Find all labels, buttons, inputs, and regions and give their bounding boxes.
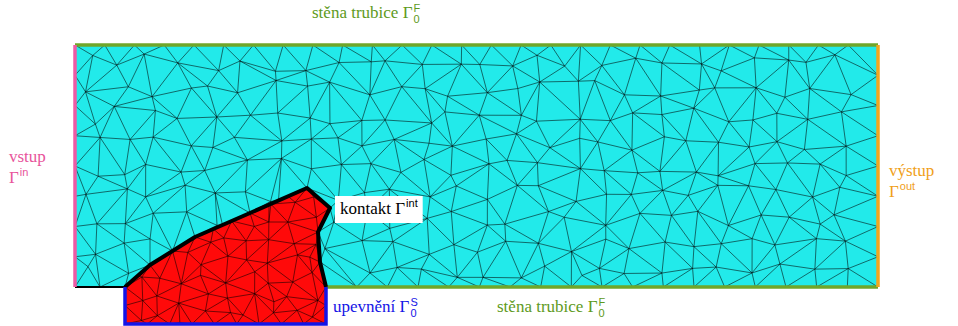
boundary-name: Γ xyxy=(889,182,899,201)
outlet-label: výstupΓout xyxy=(889,160,934,204)
boundary-index: F xyxy=(598,297,605,308)
boundary-index: 0 xyxy=(598,308,605,319)
wall-label: stěna trubice ΓF0 xyxy=(312,2,420,25)
index-stack: F0 xyxy=(413,3,420,25)
mesh-lines xyxy=(75,45,878,287)
interface-label: kontakt Γint xyxy=(340,198,418,221)
boundary-name: stěna trubice Γ xyxy=(312,3,412,22)
index-stack: F0 xyxy=(598,297,605,319)
index-stack: S0 xyxy=(410,297,417,319)
label-line: Γin xyxy=(9,167,46,190)
boundary-index: out xyxy=(900,180,915,192)
fixed-label: upevnění ΓS0 xyxy=(333,296,418,319)
mesh xyxy=(75,45,878,324)
boundary-index: F xyxy=(413,3,420,14)
boundary-name: vstup xyxy=(9,147,46,166)
boundary-name: upevnění Γ xyxy=(333,297,409,316)
inlet xyxy=(73,45,77,287)
wall-bottom xyxy=(326,285,878,289)
outlet xyxy=(876,45,880,287)
boundary-index: in xyxy=(20,166,29,178)
label-line: stěna trubice ΓF0 xyxy=(312,2,420,25)
mesh-lines xyxy=(125,188,330,324)
boundary-index: 0 xyxy=(413,14,420,25)
boundary-name: Γ xyxy=(9,168,19,187)
wall-label: stěna trubice ΓF0 xyxy=(497,296,605,319)
label-line: stěna trubice ΓF0 xyxy=(497,296,605,319)
interface xyxy=(125,188,330,287)
label-patch xyxy=(335,196,423,223)
boundary-name: výstup xyxy=(889,161,934,180)
label-line: kontakt Γint xyxy=(340,198,418,221)
inlet-label: vstupΓin xyxy=(9,146,46,190)
boundary-index: 0 xyxy=(410,308,417,319)
fixed-boundary xyxy=(125,287,326,324)
boundary-name: kontakt Γ xyxy=(340,199,405,218)
wall-top xyxy=(75,43,878,47)
boundary-index: S xyxy=(410,297,417,308)
label-line: Γout xyxy=(889,181,934,204)
boundary-index: int xyxy=(406,197,418,209)
label-line: vstup xyxy=(9,146,46,167)
bottom-edge xyxy=(75,286,125,288)
label-line: upevnění ΓS0 xyxy=(333,296,418,319)
boundary-name: stěna trubice Γ xyxy=(497,297,597,316)
solid-region xyxy=(125,188,330,324)
label-line: výstup xyxy=(889,160,934,181)
